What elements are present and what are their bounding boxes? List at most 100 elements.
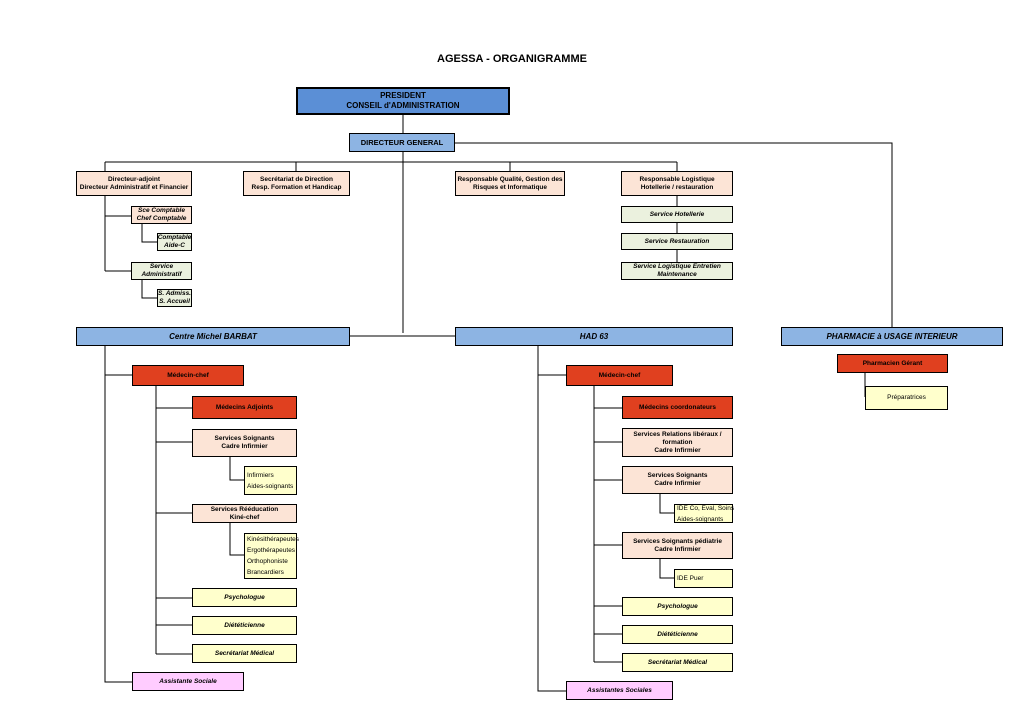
box-label-line: Psychologue [657,602,698,610]
box-label-line: Sce Comptable [138,207,185,214]
preparatrices-box: Préparatrices [865,386,948,410]
box-label-line: Services Relations libéraux / [633,430,722,438]
had-medecin-chef-box: Médecin-chef [566,365,673,386]
box-label-line: Orthophoniste [247,558,288,565]
box-label-line: Secrétariat de Direction [260,175,333,183]
service-restauration-box: Service Restauration [621,233,733,250]
box-label-line: Hotellerie / restauration [640,183,714,191]
box-label-line: IDE Puer [677,575,704,582]
had-head-box: HAD 63 [455,327,733,346]
box-label-line: DIRECTEUR GENERAL [360,137,444,147]
cmb-secretariat-medical-box: Secrétariat Médical [192,644,297,663]
box-label-line: Diététicienne [224,621,265,629]
box-label-line: Administratif [141,271,182,278]
box-label-line: Comptable [157,234,192,241]
had-medecins-coordonateurs-box: Médecins coordonateurs [622,396,733,419]
box-label-line: Psychologue [224,593,265,601]
service-hotellerie-box: Service Hotellerie [621,206,733,223]
box-label-line: Brancardiers [247,569,284,576]
box-label-line: Responsable Qualité, Gestion des [457,175,563,183]
box-label-line: Infirmiers [247,471,274,479]
box-label-line: IDE Co, Eval, Soins [677,504,735,512]
box-label-line: Service Logistique Entretien [633,263,721,270]
cmb-medecins-adjoints-box: Médecins Adjoints [192,396,297,419]
box-label-line: Assistantes Sociales [587,686,652,694]
box-label-line: Aides-soignants [247,482,294,490]
box-label-line: Services Soignants [214,435,275,442]
box-label-line: Cadre Infirmier [654,545,701,553]
box-label-line: Kinésithérapeutes [247,536,300,543]
box-label-line: Secrétariat Médical [647,658,708,666]
box-label-line: Services Soignants [647,472,708,479]
box-label-line: Assistante Sociale [159,677,217,685]
had-assistantes-sociales-box: Assistantes Sociales [566,681,673,700]
box-label-line: Service [149,263,174,270]
had-psychologue-box: Psychologue [622,597,733,616]
box-label-line: Kiné-chef [229,513,260,521]
s-admiss-box: S. Admiss.S. Accueil [157,289,192,307]
box-label-line: Chef Comptable [136,215,187,222]
cmb-dieteticienne-box: Diététicienne [192,616,297,635]
box-label-line: Cadre Infirmier [221,443,268,450]
page-title: AGESSA - ORGANIGRAMME [437,53,587,65]
box-label-line: Directeur Administratif et Financier [79,183,189,191]
box-label-line: Ergothérapeutes [247,547,296,554]
box-label-line: Centre Michel BARBAT [169,331,257,341]
box-label-line: S. Accueil [159,298,190,305]
box-label-line: Services Soignants pédiatrie [633,537,722,545]
box-label-line: Cadre Infirmier [654,480,701,487]
cmb-head-box: Centre Michel BARBAT [76,327,350,346]
box-label-line: Médecin-chef [167,371,209,379]
cmb-medecin-chef-box: Médecin-chef [132,365,244,386]
box-label-line: Service Restauration [644,237,710,245]
box-label-line: Pharmacien Gérant [862,359,923,367]
had-secretariat-medical-box: Secrétariat Médical [622,653,733,672]
box-label-line: Aides-soignants [677,515,724,523]
box-label-line: Service Hotellerie [649,210,705,218]
box-label-line: Médecins Adjoints [215,403,274,411]
box-label-line: HAD 63 [579,331,609,341]
directeur-general-box: DIRECTEUR GENERAL [349,133,455,152]
box-label-line: Médecin-chef [598,371,641,379]
box-label-line: PHARMACIE à USAGE INTERIEUR [826,331,958,341]
box-label-line: CONSEIL d'ADMINISTRATION [346,101,460,110]
cmb-psychologue-box: Psychologue [192,588,297,607]
box-label-line: Directeur-adjoint [107,175,160,183]
box-label-line: Maintenance [657,271,697,278]
pharmacien-gerant-box: Pharmacien Gérant [837,354,948,373]
box-label-line: Cadre Infirmier [654,446,701,454]
had-ide-puer-box: IDE Puer [674,569,733,588]
box-label-line: Services Rééducation [210,505,279,513]
box-label-line: Préparatrices [887,394,926,401]
box-label-line: Risques et Informatique [472,183,548,191]
box-label-line: Resp. Formation et Handicap [251,183,342,191]
box-label-line: S. Admiss. [158,290,191,297]
box-label-line: Diététicienne [657,630,698,638]
pharmacie-head-box: PHARMACIE à USAGE INTERIEUR [781,327,1003,346]
box-label-line: Aide-C [164,242,185,249]
box-label-line: PRESIDENT [380,91,426,100]
box-label-line: Responsable Logistique [639,175,715,183]
box-label-line: Médecins coordonateurs [639,403,716,411]
cmb-assistante-sociale-box: Assistante Sociale [132,672,244,691]
had-dieteticienne-box: Diététicienne [622,625,733,644]
box-label-line: formation [662,438,693,446]
